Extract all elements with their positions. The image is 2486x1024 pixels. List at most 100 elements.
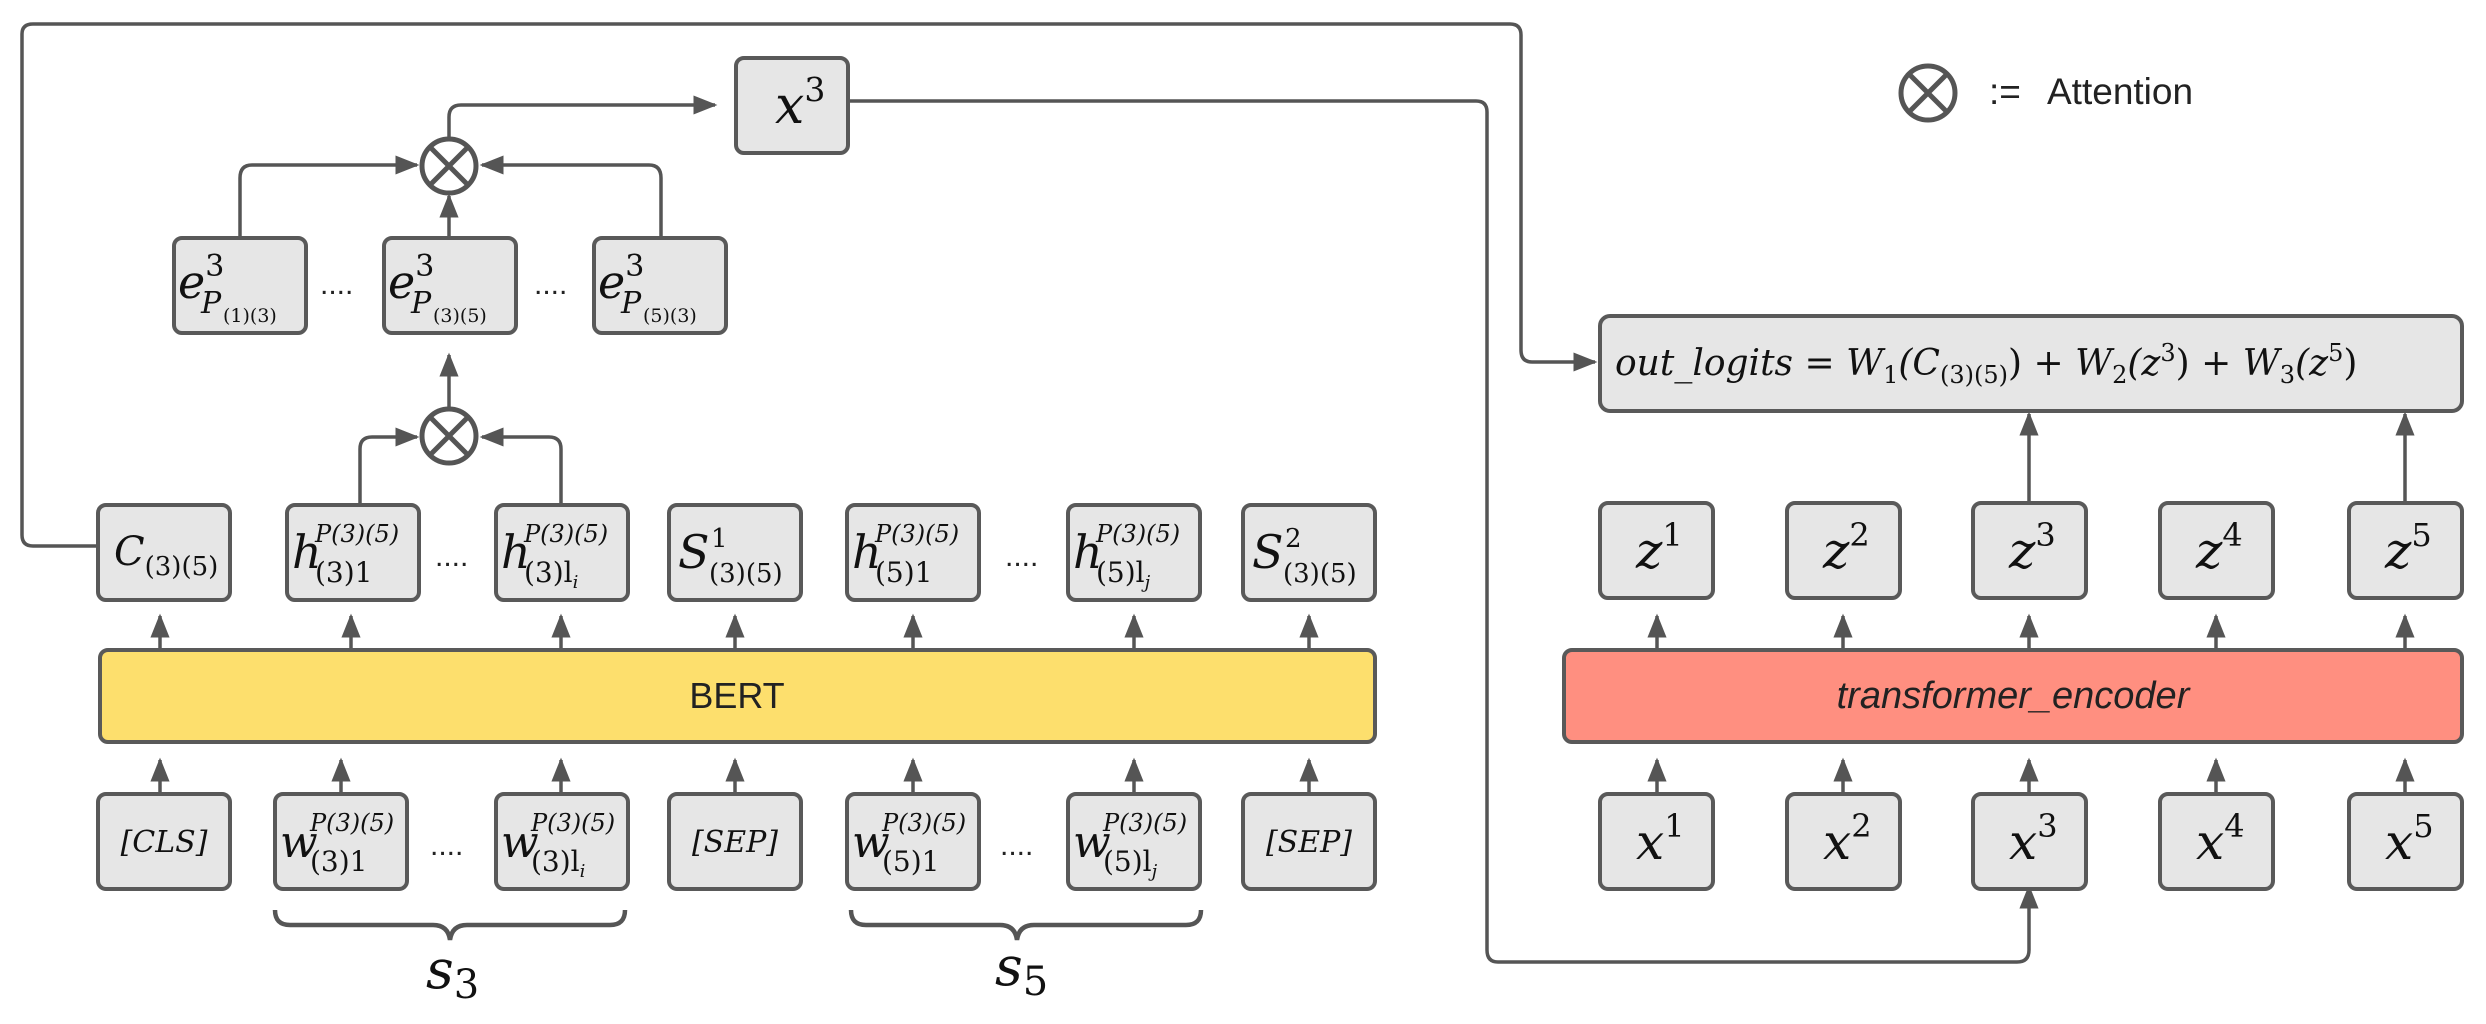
output-s-2: S 2 (3)(5) [1241, 503, 1377, 602]
svg-text:P: P [200, 286, 222, 321]
z-1: z1 [1598, 501, 1715, 600]
svg-text:P(3)(5): P(3)(5) [881, 809, 966, 837]
input-sep-1: [SEP] [667, 792, 803, 891]
svg-text:C(3)(5): C(3)(5) [114, 529, 218, 582]
attention-node-bottom [419, 406, 479, 466]
z-4: z4 [2158, 501, 2275, 600]
svg-text:s5: s5 [995, 935, 1048, 1005]
svg-text:s3: s3 [426, 938, 479, 1008]
svg-text:z4: z4 [2195, 516, 2243, 580]
svg-text:z3: z3 [2008, 516, 2056, 580]
svg-text:(3)(5): (3)(5) [1283, 559, 1357, 589]
output-h-3-1: h P(3)(5) (3)1 [285, 503, 421, 602]
loop-x3-to-encoder-input [847, 99, 2039, 964]
svg-text:(3)1: (3)1 [310, 845, 367, 878]
legend-assign: := [1989, 71, 2021, 112]
svg-text:z5: z5 [2384, 516, 2432, 580]
input-w-5-l: w P(3)(5) (5)lj [1066, 792, 1202, 891]
svg-text:P(3)(5): P(3)(5) [309, 809, 394, 837]
e1-to-attn [238, 155, 420, 236]
connections [20, 22, 2415, 964]
svg-text:1: 1 [711, 524, 728, 554]
svg-text:(3)(5): (3)(5) [433, 305, 487, 327]
x-2: x2 [1785, 792, 1902, 891]
svg-text:S: S [1252, 525, 1284, 579]
svg-text:(5)1: (5)1 [875, 556, 932, 589]
svg-text:[SEP]: [SEP] [692, 825, 778, 860]
output-s-1: S 1 (3)(5) [667, 503, 803, 602]
svg-text:e3: e3 [598, 249, 644, 309]
entity-e-2: e3 P (3)(5) [382, 236, 518, 335]
svg-text:e3: e3 [178, 249, 224, 309]
svg-text:h: h [501, 525, 531, 579]
ellipsis-w-5: .... [1000, 829, 1033, 862]
bert-block: BERT [98, 648, 1377, 744]
attn-to-x3 [447, 95, 718, 138]
svg-text:(3)li: (3)li [531, 845, 585, 882]
svg-text:P(3)(5): P(3)(5) [874, 520, 959, 548]
x-3: x3 [1971, 792, 2088, 891]
h3l-to-attn [479, 427, 563, 505]
input-w-3-l: w P(3)(5) (3)li [494, 792, 630, 891]
svg-text:[CLS]: [CLS] [121, 825, 208, 860]
ellipsis-w-3: .... [430, 829, 463, 862]
svg-text:x2: x2 [1823, 807, 1872, 871]
svg-text:P(3)(5): P(3)(5) [314, 520, 399, 548]
svg-text:x3: x3 [775, 70, 825, 136]
loop-c-to-logits [20, 22, 1598, 548]
output-h-5-l: h P(3)(5) (5)lj [1066, 503, 1202, 602]
output-h-3-l: h P(3)(5) (3)li [494, 503, 630, 602]
input-w-3-1: w P(3)(5) (3)1 [273, 792, 409, 891]
svg-text:x5: x5 [2385, 807, 2434, 871]
x-5: x5 [2347, 792, 2464, 891]
brace-s5: s5 [848, 909, 1204, 1005]
svg-text:x1: x1 [1636, 807, 1685, 871]
svg-text:(3)1: (3)1 [315, 556, 372, 589]
e3-to-attn [479, 155, 663, 236]
svg-text:e3: e3 [388, 249, 434, 309]
z-5: z5 [2347, 501, 2464, 600]
ellipsis-h-5: .... [1005, 540, 1038, 573]
x3-attention-output: x3 [734, 56, 850, 155]
output-c: C(3)(5) [96, 503, 232, 602]
ellipsis-e-2: .... [534, 268, 567, 301]
svg-text:P(3)(5): P(3)(5) [523, 520, 608, 548]
svg-text:P(3)(5): P(3)(5) [1102, 809, 1187, 837]
output-h-5-1: h P(3)(5) (5)1 [845, 503, 981, 602]
svg-text:z2: z2 [1822, 516, 1870, 580]
svg-text:(1)(3): (1)(3) [223, 305, 277, 327]
svg-text:w: w [280, 817, 318, 868]
svg-text:S: S [678, 525, 710, 579]
attention-icon [1898, 63, 1958, 123]
z-2: z2 [1785, 501, 1902, 600]
entity-e-3: e3 P (5)(3) [592, 236, 728, 335]
z-3: z3 [1971, 501, 2088, 600]
brace-s3: s3 [272, 909, 628, 1008]
svg-text:[SEP]: [SEP] [1266, 825, 1352, 860]
svg-text:x3: x3 [2009, 807, 2058, 871]
svg-text:h: h [1073, 525, 1103, 579]
out-logits-box: out_logits = W1(C(3)(5)) + W2(z3) + W3(z… [1598, 314, 2464, 413]
bert-label: BERT [689, 675, 784, 716]
svg-text:P(3)(5): P(3)(5) [530, 809, 615, 837]
legend-text: Attention [2047, 71, 2193, 112]
encoder-label: transformer_encoder [1837, 675, 2191, 717]
x-row: x1 x2 x3 x4 x5 [1598, 792, 2464, 891]
svg-text:(5)lj: (5)lj [1103, 845, 1158, 882]
svg-text:z1: z1 [1635, 516, 1683, 580]
transformer-encoder-block: transformer_encoder [1562, 648, 2464, 744]
ellipsis-h-3: .... [435, 540, 468, 573]
svg-text:w: w [1073, 817, 1111, 868]
svg-text:(5)1: (5)1 [882, 845, 939, 878]
h31-to-attn [358, 427, 420, 505]
attention-node-top [419, 136, 479, 196]
x-1: x1 [1598, 792, 1715, 891]
svg-text:(3)li: (3)li [524, 556, 578, 593]
entity-e-1: e3 P (1)(3) [172, 236, 308, 335]
ellipsis-e-1: .... [320, 268, 353, 301]
input-sep-2: [SEP] [1241, 792, 1377, 891]
svg-text:(5)lj: (5)lj [1096, 556, 1151, 593]
x-4: x4 [2158, 792, 2275, 891]
svg-text:h: h [292, 525, 322, 579]
